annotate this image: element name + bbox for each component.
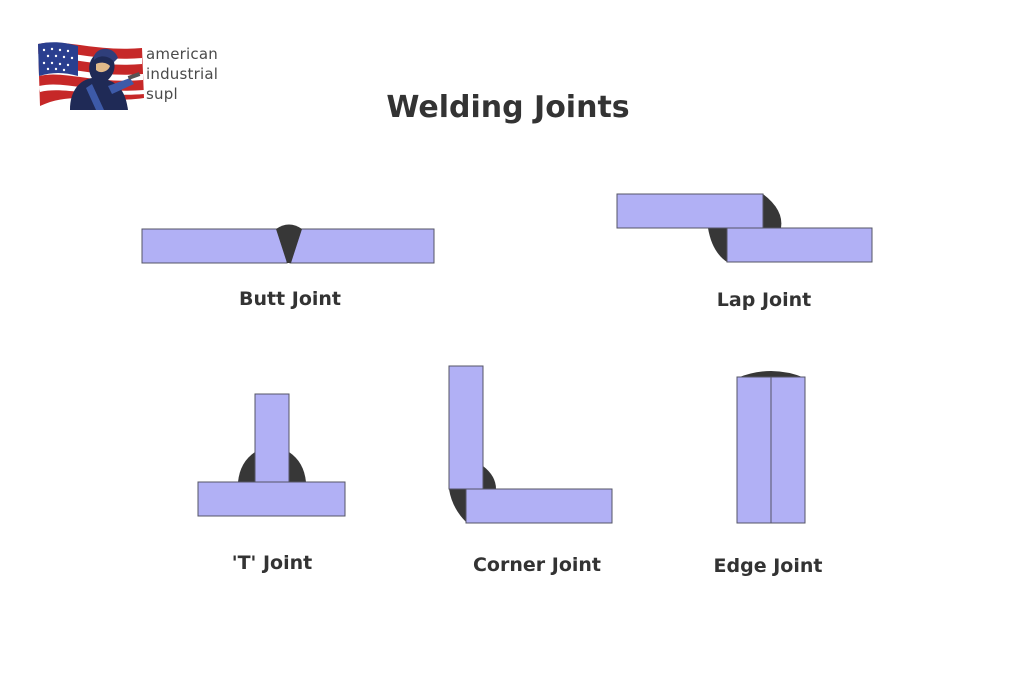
t-joint-label: 'T' Joint	[231, 552, 313, 574]
company-logo: american industrial supl	[34, 38, 234, 114]
butt-plate-left	[141, 228, 288, 264]
corner-plate-horizontal	[465, 488, 613, 524]
edge-plate-left	[736, 376, 772, 524]
flag-welder-logo-icon	[38, 42, 144, 110]
t-plate-horizontal	[197, 481, 346, 517]
edge-plate-right	[770, 376, 806, 524]
lap-plate-bottom	[726, 227, 873, 263]
lap-plate-top	[616, 193, 764, 229]
edge-joint-label: Edge Joint	[713, 555, 823, 577]
t-joint-illustration	[197, 393, 346, 517]
logo-line-3: supl	[146, 85, 178, 103]
butt-joint-label: Butt Joint	[238, 288, 342, 310]
edge-joint-illustration	[736, 371, 806, 524]
logo-line-1: american	[146, 45, 218, 63]
lap-joint-illustration	[616, 193, 873, 263]
lap-weld-fillet-bottom	[708, 228, 727, 262]
corner-joint-illustration	[448, 365, 613, 524]
corner-weld-outer	[449, 489, 466, 522]
t-weld-fillet-right	[289, 452, 306, 482]
edge-weld-cap	[737, 371, 805, 378]
t-weld-fillet-left	[238, 452, 255, 482]
logo-line-2: industrial	[146, 65, 219, 83]
butt-weld-bead	[276, 224, 302, 263]
t-plate-vertical	[254, 393, 290, 483]
butt-joint-illustration	[141, 224, 435, 264]
butt-plate-right	[289, 228, 435, 264]
lap-joint-label: Lap Joint	[716, 289, 812, 311]
page-title: Welding Joints	[386, 90, 630, 125]
lap-weld-fillet-top	[763, 194, 782, 228]
corner-joint-label: Corner Joint	[472, 554, 601, 576]
corner-plate-vertical	[448, 365, 484, 490]
corner-weld-inner	[483, 466, 496, 489]
logo-wordmark: american industrial supl	[146, 44, 218, 104]
